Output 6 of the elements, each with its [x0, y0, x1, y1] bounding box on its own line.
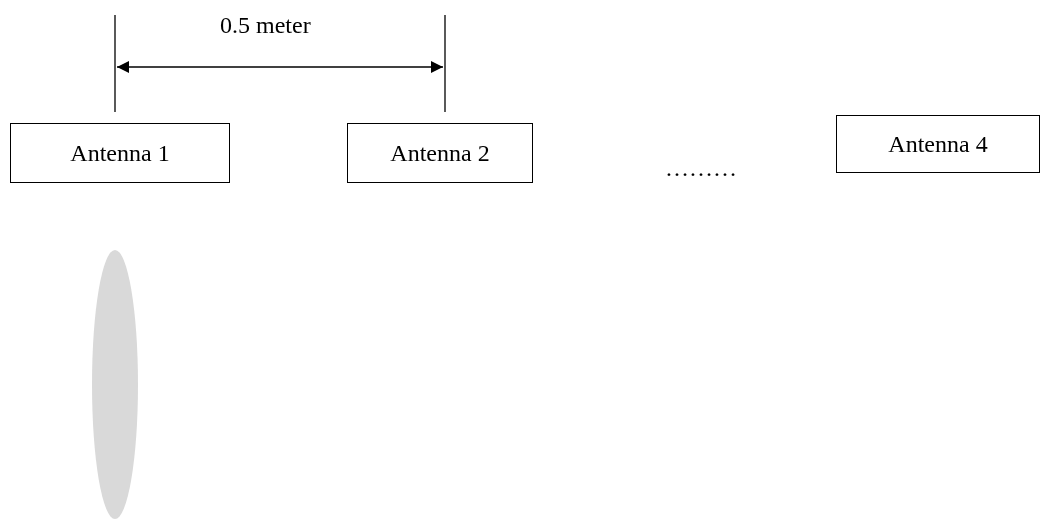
antenna-box: Antenna 1: [10, 123, 230, 183]
antenna-box: Antenna 2: [347, 123, 533, 183]
dimension-label: 0.5 meter: [220, 12, 311, 39]
antenna-box: Antenna 4: [836, 115, 1040, 173]
ellipsis-text: ………: [665, 155, 737, 182]
beam-ellipse: [92, 250, 138, 519]
